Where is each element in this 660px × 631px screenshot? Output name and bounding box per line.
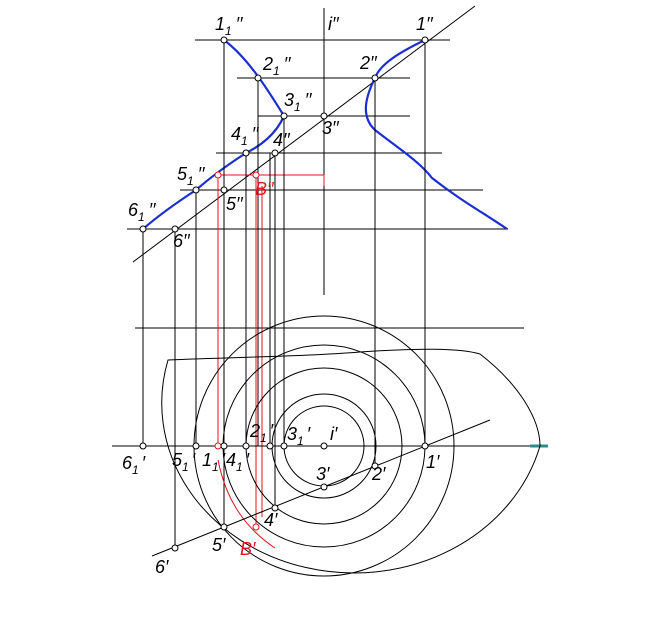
label-6-top: 6′ <box>155 557 169 577</box>
projection-lines <box>142 40 426 548</box>
label-3-top: 3′ <box>316 464 330 484</box>
label-4-1-front: 41′′ <box>231 124 259 148</box>
point-2-top <box>371 462 379 470</box>
point-4-front <box>271 149 279 157</box>
point-6-1-top <box>139 442 147 450</box>
top-view <box>112 315 548 577</box>
point-1-1-top <box>220 442 228 450</box>
point-3-1-front <box>280 112 288 120</box>
label-4-top: 4′ <box>264 510 278 530</box>
label-5-1-front: 51′′ <box>177 164 205 188</box>
point-3-top <box>320 483 328 491</box>
point-1-top <box>421 442 429 450</box>
label-1-1-top: 11′ <box>202 450 226 474</box>
label-6-front: 6′′ <box>173 231 190 251</box>
label-3-1-front: 31′′ <box>284 90 312 114</box>
labels-front: 11′′ i′′ 1′′ 21′′ 2′′ 31′′ 3′′ 41′′ 4′′ … <box>128 14 433 251</box>
point-b-front <box>252 171 260 179</box>
label-2-front: 2′′ <box>359 53 377 73</box>
point-i-top <box>320 442 328 450</box>
label-b-top: B′ <box>240 539 256 559</box>
point-6-1-front <box>139 225 147 233</box>
point-3-1-top <box>280 442 288 450</box>
label-1-1-front: 11′′ <box>215 14 243 38</box>
label-2-1-front: 21′′ <box>262 54 291 78</box>
point-6-front <box>171 225 179 233</box>
label-2-1-top: 21′ <box>249 421 274 445</box>
point-2-1-front <box>254 74 262 82</box>
point-2-front <box>371 74 379 82</box>
label-5-top: 5′ <box>212 535 226 555</box>
point-1-1-front <box>220 36 228 44</box>
label-5-1-top: 51′ <box>172 450 196 474</box>
base-contour <box>161 348 541 574</box>
point-4-top <box>271 504 279 512</box>
label-5-front: 5′′ <box>226 194 243 214</box>
point-b-top-outer <box>214 442 222 450</box>
point-5-1-front <box>192 186 200 194</box>
label-i-front: i′′ <box>328 14 339 34</box>
point-5-top <box>220 523 228 531</box>
point-b-top <box>252 523 260 531</box>
label-i-top: i′ <box>330 424 338 444</box>
labels-top: 61′ 51′ 11′ 41′ 21′ 31′ i′ 1′ 2′ 3′ 4′ 5… <box>122 421 440 577</box>
label-4-front: 4′′ <box>273 130 290 150</box>
point-4-1-top <box>242 442 250 450</box>
label-3-front: 3′′ <box>322 118 339 138</box>
label-3-1-top: 31′ <box>287 424 311 448</box>
label-6-1-front: 61′′ <box>128 200 156 224</box>
label-4-1-top: 41′ <box>226 450 250 474</box>
point-b-front-outer <box>214 171 222 179</box>
point-2-1-top <box>266 442 274 450</box>
point-5-front <box>220 186 228 194</box>
label-1-front: 1′′ <box>416 14 433 34</box>
label-6-1-top: 61′ <box>122 453 146 477</box>
point-4-1-front <box>242 149 250 157</box>
hyperbola-right <box>364 39 508 230</box>
point-1-front <box>421 36 429 44</box>
label-b-front: B′′ <box>255 179 274 199</box>
point-5-1-top <box>192 442 200 450</box>
label-2-top: 2′ <box>371 464 386 484</box>
b-top-arc <box>217 459 276 549</box>
points <box>139 36 429 552</box>
point-6-top <box>171 544 179 552</box>
label-1-top: 1′ <box>426 452 440 472</box>
generator-line-front <box>132 5 476 263</box>
point-3-front <box>320 112 328 120</box>
